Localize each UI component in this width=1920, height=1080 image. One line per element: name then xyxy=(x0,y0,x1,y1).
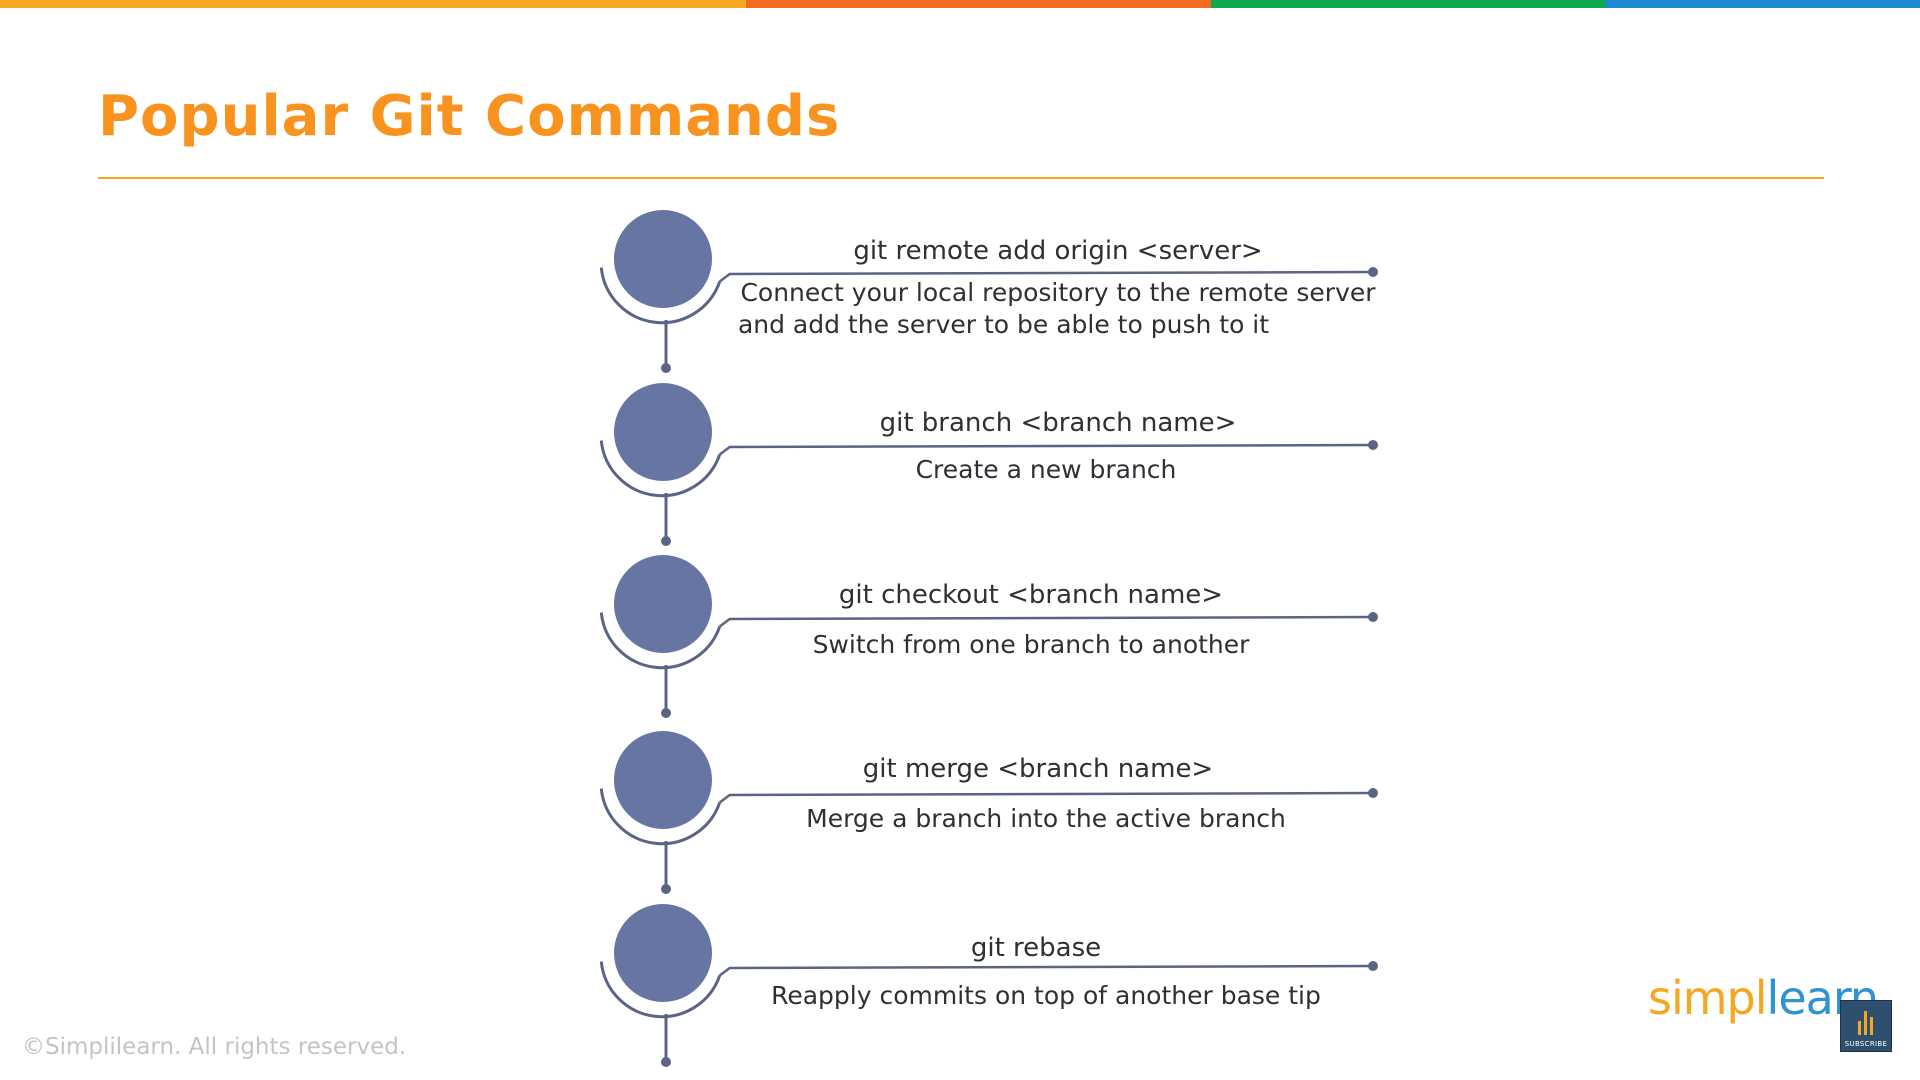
command-description-line: Merge a branch into the active branch xyxy=(806,804,1286,833)
timeline-node xyxy=(614,210,712,308)
node-cradle-arc xyxy=(599,612,722,670)
command-description-line: Reapply commits on top of another base t… xyxy=(771,981,1321,1010)
node-cradle-arc xyxy=(599,440,722,498)
command-name: git rebase xyxy=(970,933,1102,963)
connector-end-dot xyxy=(1368,267,1378,277)
timeline-stem-dot xyxy=(661,363,671,373)
timeline-stem-dot xyxy=(661,536,671,546)
command-description-line: Switch from one branch to another xyxy=(812,630,1250,659)
connector-end-dot xyxy=(1368,961,1378,971)
top-bar-segment-blue xyxy=(1606,0,1920,8)
command-description-line: Connect your local repository to the rem… xyxy=(740,278,1376,307)
command-name: git checkout <branch name> xyxy=(838,580,1224,610)
slide-title: Popular Git Commands xyxy=(98,84,841,149)
timeline-stem-dot xyxy=(661,884,671,894)
timeline-stem-dot xyxy=(661,708,671,718)
subscribe-button[interactable]: SUBSCRIBE xyxy=(1840,1000,1892,1052)
command-connector-line xyxy=(718,270,1374,283)
command-connector-line xyxy=(718,443,1374,456)
connector-end-dot xyxy=(1368,788,1378,798)
timeline-node xyxy=(614,904,712,1002)
node-cradle-arc xyxy=(599,788,722,846)
timeline-node xyxy=(614,383,712,481)
command-name: git remote add origin <server> xyxy=(853,236,1263,266)
top-bar-segment-yellow xyxy=(0,0,746,8)
subscribe-icon xyxy=(1858,1011,1876,1035)
title-divider xyxy=(98,177,1824,179)
command-description-line: and add the server to be able to push to… xyxy=(737,310,1270,339)
command-connector-line xyxy=(718,964,1374,977)
timeline-node xyxy=(614,731,712,829)
top-bar-segment-orange xyxy=(746,0,1211,8)
command-name: git merge <branch name> xyxy=(862,754,1214,784)
connector-end-dot xyxy=(1368,612,1378,622)
command-connector-line xyxy=(718,615,1374,628)
command-connector-line xyxy=(718,791,1374,804)
timeline-node xyxy=(614,555,712,653)
subscribe-label: SUBSCRIBE xyxy=(1844,1040,1888,1048)
top-bar-segment-green xyxy=(1211,0,1606,8)
node-cradle-arc xyxy=(599,267,722,325)
timeline-stem-dot xyxy=(661,1057,671,1067)
copyright-notice: ©Simplilearn. All rights reserved. xyxy=(22,1034,407,1060)
node-cradle-arc xyxy=(599,961,722,1019)
command-name: git branch <branch name> xyxy=(879,408,1237,438)
connector-end-dot xyxy=(1368,440,1378,450)
command-description-line: Create a new branch xyxy=(915,455,1177,484)
top-color-bar xyxy=(0,0,1920,8)
